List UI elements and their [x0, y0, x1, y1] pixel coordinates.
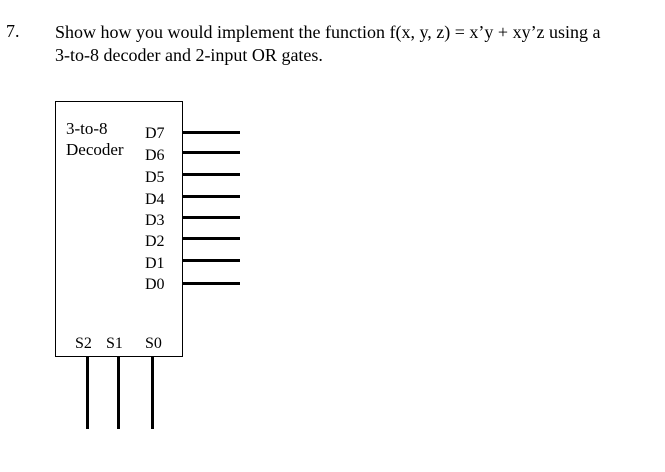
question-text: Show how you would implement the functio… — [55, 21, 601, 67]
output-label-d6: D6 — [145, 147, 165, 164]
output-label-d5: D5 — [145, 169, 165, 186]
select-label-s0: S0 — [145, 335, 162, 352]
decoder-name-line-1: 3-to-8 — [66, 119, 108, 138]
question-line-2: 3-to-8 decoder and 2-input OR gates. — [55, 45, 323, 65]
output-line-d7 — [183, 131, 240, 134]
input-line-s0 — [151, 357, 154, 429]
question-number: 7. — [6, 21, 20, 41]
decoder-name: 3-to-8 Decoder — [66, 118, 124, 160]
select-label-s2: S2 — [75, 335, 92, 352]
output-label-d3: D3 — [145, 212, 165, 229]
output-line-d5 — [183, 173, 240, 176]
output-line-d6 — [183, 151, 240, 154]
output-line-d2 — [183, 237, 240, 240]
output-label-d1: D1 — [145, 255, 165, 272]
decoder-name-line-2: Decoder — [66, 140, 124, 159]
question-line-1: Show how you would implement the functio… — [55, 22, 601, 42]
select-label-s1: S1 — [106, 335, 123, 352]
input-line-s1 — [117, 357, 120, 429]
output-label-d2: D2 — [145, 233, 165, 250]
decoder-box: 3-to-8 Decoder D7 D6 D5 D4 D3 D2 D1 D0 S… — [55, 101, 183, 357]
output-line-d4 — [183, 195, 240, 198]
output-line-d3 — [183, 216, 240, 219]
output-label-d4: D4 — [145, 191, 165, 208]
output-label-d0: D0 — [145, 276, 165, 293]
input-line-s2 — [86, 357, 89, 429]
output-label-d7: D7 — [145, 125, 165, 142]
output-line-d1 — [183, 259, 240, 262]
output-line-d0 — [183, 282, 240, 285]
